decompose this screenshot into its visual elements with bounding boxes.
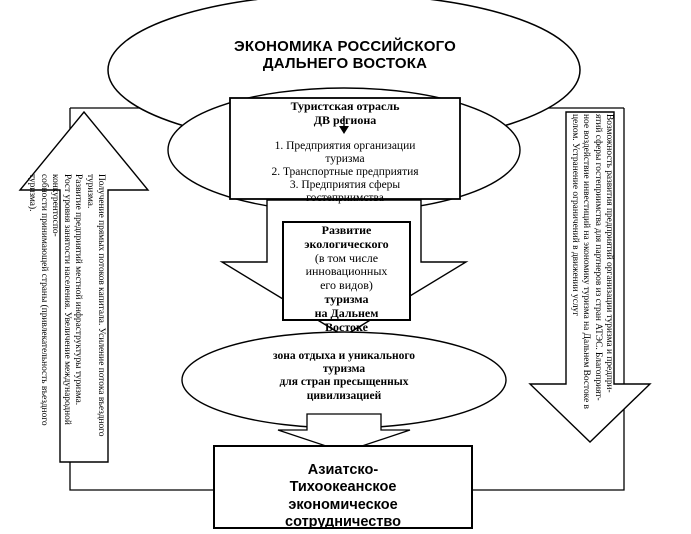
apec-text: Азиатско- Тихоокеанское экономическое со… — [216, 462, 470, 532]
development-line7: на Дальнем — [314, 305, 379, 320]
tourism-arrow-gap — [232, 128, 458, 140]
development-line6: туризма — [324, 291, 369, 306]
right-arrow-text: Возможность развития предприятий организ… — [568, 114, 614, 426]
development-line5: его видов) — [320, 278, 373, 293]
development-line2: экологического — [304, 236, 389, 251]
tourism-item2: 2. Транспортные предприятия — [271, 166, 419, 179]
small-arrow-head-icon — [339, 126, 349, 134]
apec-line1: Азиатско- — [307, 462, 379, 478]
apec-line4: сотрудничество — [285, 514, 401, 531]
right-down-arrow — [528, 111, 652, 443]
left-arrow-line3: Рост уровня занятости населения. Увеличе… — [50, 174, 72, 425]
right-arrow-line1: Возможность развития предприятий организ… — [604, 114, 614, 393]
zone-text: зона отдыха и уникального туризма для ст… — [200, 350, 488, 403]
development-line8: Востоке — [324, 319, 368, 334]
development-box — [282, 221, 411, 321]
development-line1: Развитие — [321, 223, 372, 237]
tourism-item3-line1: 3. Предприятия сферы — [289, 179, 401, 192]
zone-line4: цивилизацией — [306, 389, 382, 402]
tourism-heading-line1: Туристская отрасль — [290, 99, 400, 113]
zone-line3: для стран пресыщенных — [279, 376, 409, 389]
tourism-heading-line2: ДВ региона — [313, 112, 377, 127]
left-arrow-line2: Развитие предприятий местной инфраструкт… — [73, 174, 84, 406]
zone-line1: зона отдыха и уникального — [272, 350, 416, 362]
economy-title-line2: ДАЛЬНЕГО ВОСТОКА — [262, 55, 428, 73]
right-arrow-line4: целом. Устранение ограничений в движении… — [569, 114, 580, 317]
tourism-text: Туристская отрасль ДВ региона 1. Предпри… — [232, 99, 458, 206]
tourism-item3-line2: гостеприимства — [306, 192, 384, 205]
tourism-item1-line1: 1. Предприятия организации — [274, 139, 416, 152]
left-arrow-line1: Получение прямых потоков капитала. Усиле… — [84, 174, 106, 437]
development-line4: инновационных — [305, 264, 388, 279]
apec-line3: экономическое — [288, 496, 398, 513]
zone-down-arrow — [277, 413, 411, 453]
development-text: Развитие экологического (в том числе инн… — [285, 223, 408, 334]
left-up-arrow — [18, 110, 150, 463]
tourism-item1-line2: туризма — [325, 152, 365, 165]
right-arrow-line2: ятий сферы гостеприимства для партнеров … — [592, 114, 603, 401]
right-arrow-line3: ное воздействие инвестиций на экономику … — [581, 114, 592, 409]
left-arrow-line4: собности принимающей страны (привлекател… — [27, 174, 49, 426]
apec-box — [213, 445, 473, 529]
tourism-box — [229, 97, 461, 200]
zone-line2: туризма — [322, 363, 366, 376]
left-arrow-text: Получение прямых потоков капитала. Усиле… — [26, 174, 106, 456]
economy-title: ЭКОНОМИКА РОССИЙСКОГО ДАЛЬНЕГО ВОСТОКА — [190, 38, 500, 73]
development-line3: (в том числе — [314, 250, 379, 265]
apec-line2: Тихоокеанское — [289, 479, 397, 496]
economy-title-line1: ЭКОНОМИКА РОССИЙСКОГО — [234, 38, 456, 55]
